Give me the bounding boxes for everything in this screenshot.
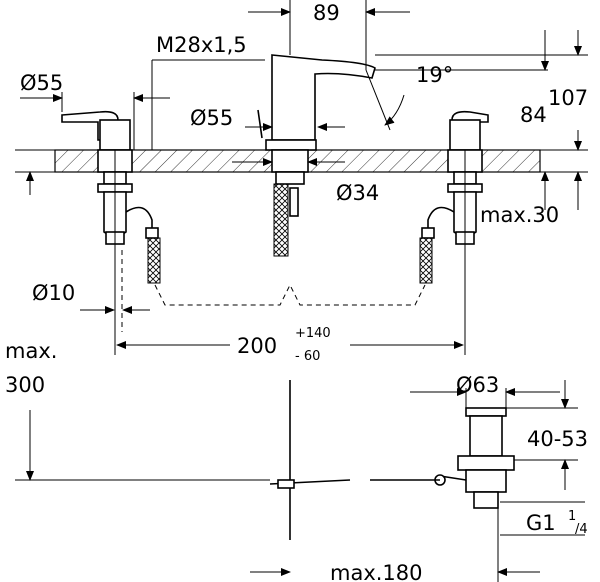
label-hole-dia: Ø34	[336, 181, 379, 205]
label-spout-height: 84	[520, 103, 547, 127]
label-max-reach: max.180	[330, 561, 423, 582]
dimension-lines	[15, 0, 588, 582]
label-spread-minus: - 60	[295, 349, 320, 364]
left-handle-valve	[61, 110, 161, 332]
popup-rod	[269, 380, 440, 540]
label-drain-dia: Ø63	[456, 373, 499, 397]
label-spread-base: 200	[237, 334, 277, 358]
label-spout-dia: Ø55	[190, 106, 233, 130]
label-handle-dia: Ø55	[20, 71, 63, 95]
label-drain-thread-den: /4	[575, 522, 588, 537]
right-handle-valve	[419, 110, 489, 284]
hoses	[154, 283, 426, 306]
dimension-labels: 89 M28x1,5 Ø55 Ø55 19° 84 107 Ø34 max.30…	[5, 1, 588, 582]
label-spout-width: 89	[313, 1, 340, 25]
label-total-height: 107	[548, 86, 588, 110]
label-max-value: 300	[5, 373, 45, 397]
label-max: max.	[5, 339, 57, 363]
label-thread: M28x1,5	[156, 33, 247, 57]
label-spread-plus: +140	[295, 326, 331, 341]
label-angle: 19°	[416, 63, 453, 87]
label-drain-range: 40-53	[527, 427, 588, 451]
drain-assembly	[434, 407, 515, 509]
label-drain-thread-num: 1	[568, 509, 576, 524]
spout	[257, 54, 376, 257]
label-max-thickness: max.30	[480, 203, 559, 227]
label-pipe-dia: Ø10	[32, 281, 75, 305]
label-drain-thread: G1	[526, 511, 556, 535]
